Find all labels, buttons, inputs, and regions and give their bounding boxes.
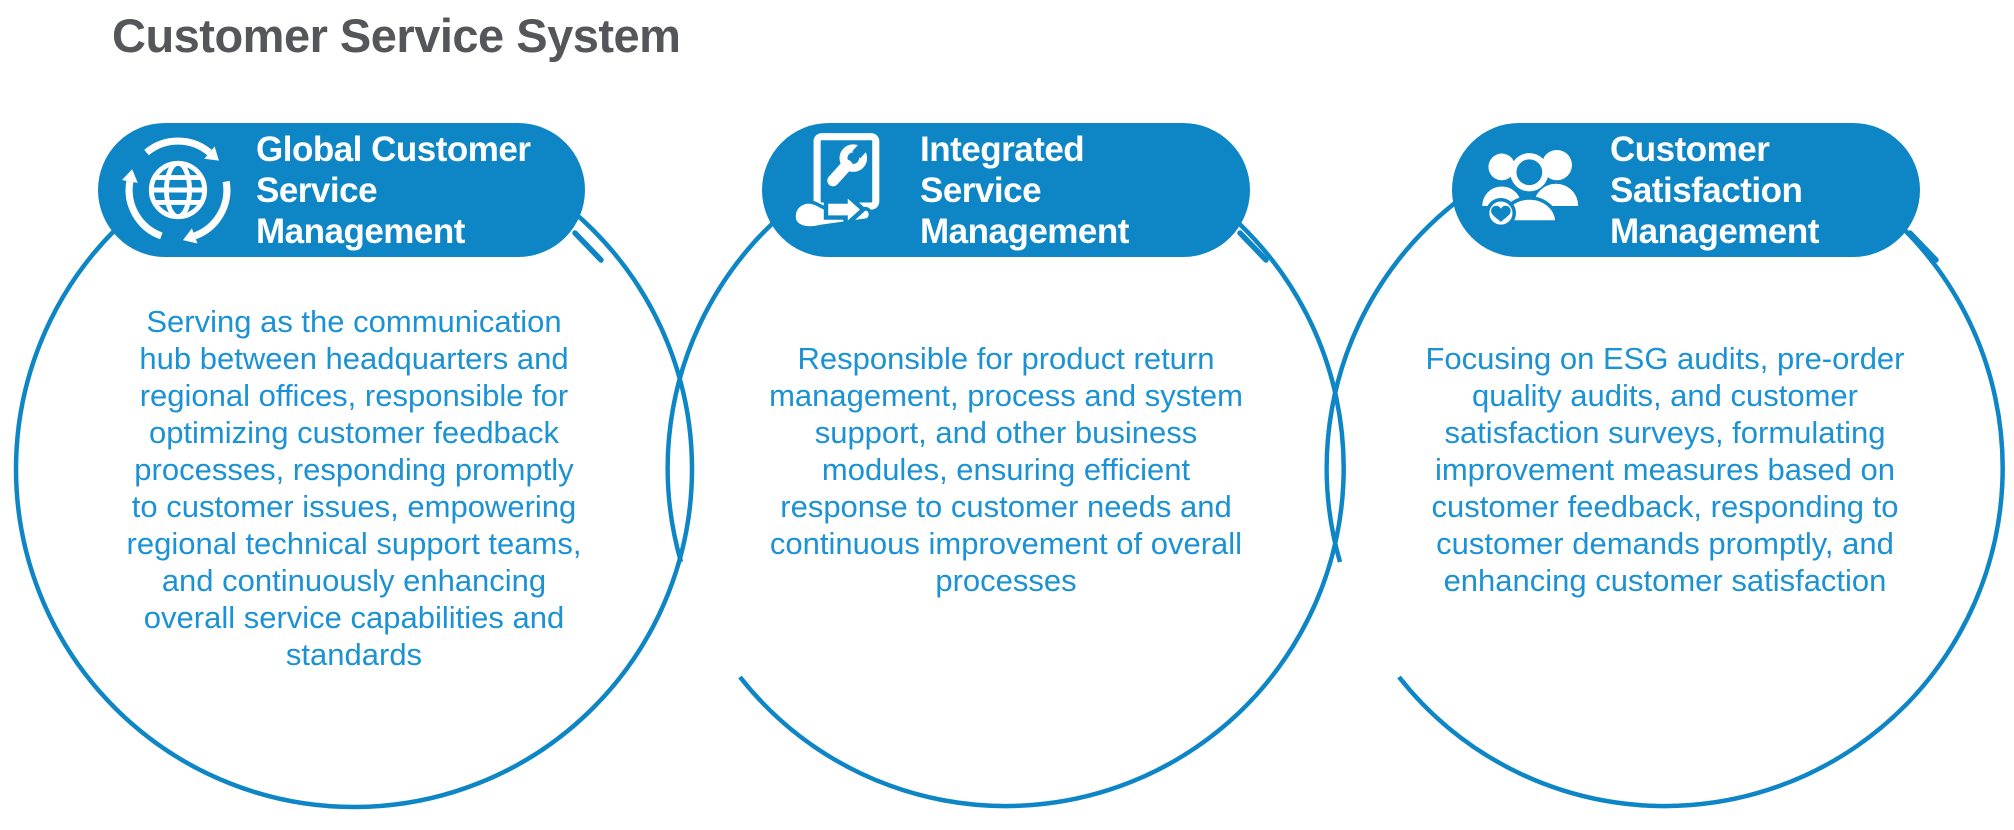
text-line: Satisfaction <box>1610 170 1803 210</box>
globe-sync-icon <box>114 126 242 254</box>
text-line: standards <box>285 637 423 672</box>
text-line: Responsible for product return <box>797 341 1215 376</box>
text-line: response to customer needs and <box>780 489 1232 524</box>
text-line: modules, ensuring efficient <box>821 452 1191 487</box>
module-circle-outline <box>665 127 1346 809</box>
device-wrench-hand-icon <box>778 126 906 254</box>
text-line: customer feedback, responding to <box>1431 489 1899 524</box>
pill-tail <box>572 230 604 263</box>
page-title: Customer Service System <box>112 9 681 62</box>
text-line: Global Customer <box>256 129 531 169</box>
text-line: and continuously enhancing <box>161 563 547 598</box>
text-line: regional offices, responsible for <box>139 378 569 413</box>
text-line: hub between headquarters and <box>139 341 569 376</box>
text-line: Serving as the communication <box>146 304 562 339</box>
text-line: Focusing on ESG audits, pre-order <box>1425 341 1905 376</box>
text-line: processes, responding promptly <box>134 452 574 487</box>
pill-tail <box>1907 230 1939 263</box>
text-line: Service <box>256 170 378 210</box>
text-line: Management <box>920 211 1129 251</box>
text-line: Customer <box>1610 129 1770 169</box>
text-line: Integrated <box>920 129 1085 169</box>
text-line: improvement measures based on <box>1434 452 1896 487</box>
text-line: Management <box>256 211 465 251</box>
text-line: overall service capabilities and <box>143 600 565 635</box>
text-line: processes <box>935 563 1077 598</box>
text-line: optimizing customer feedback <box>148 415 560 450</box>
text-line: management, process and system <box>769 378 1243 413</box>
people-heart-icon <box>1468 126 1596 254</box>
text-line: quality audits, and customer <box>1472 378 1858 413</box>
text-line: satisfaction surveys, formulating <box>1444 415 1886 450</box>
text-line: continuous improvement of overall <box>769 526 1243 561</box>
text-line: to customer issues, empowering <box>131 489 577 524</box>
text-line: regional technical support teams, <box>126 526 582 561</box>
pill-tail <box>1237 230 1269 263</box>
text-line: customer demands promptly, and <box>1436 526 1894 561</box>
module-circle-outline <box>1324 127 2005 809</box>
text-line: Management <box>1610 211 1819 251</box>
text-line: enhancing customer satisfaction <box>1443 563 1887 598</box>
text-line: support, and other business <box>814 415 1198 450</box>
text-line: Service <box>920 170 1042 210</box>
